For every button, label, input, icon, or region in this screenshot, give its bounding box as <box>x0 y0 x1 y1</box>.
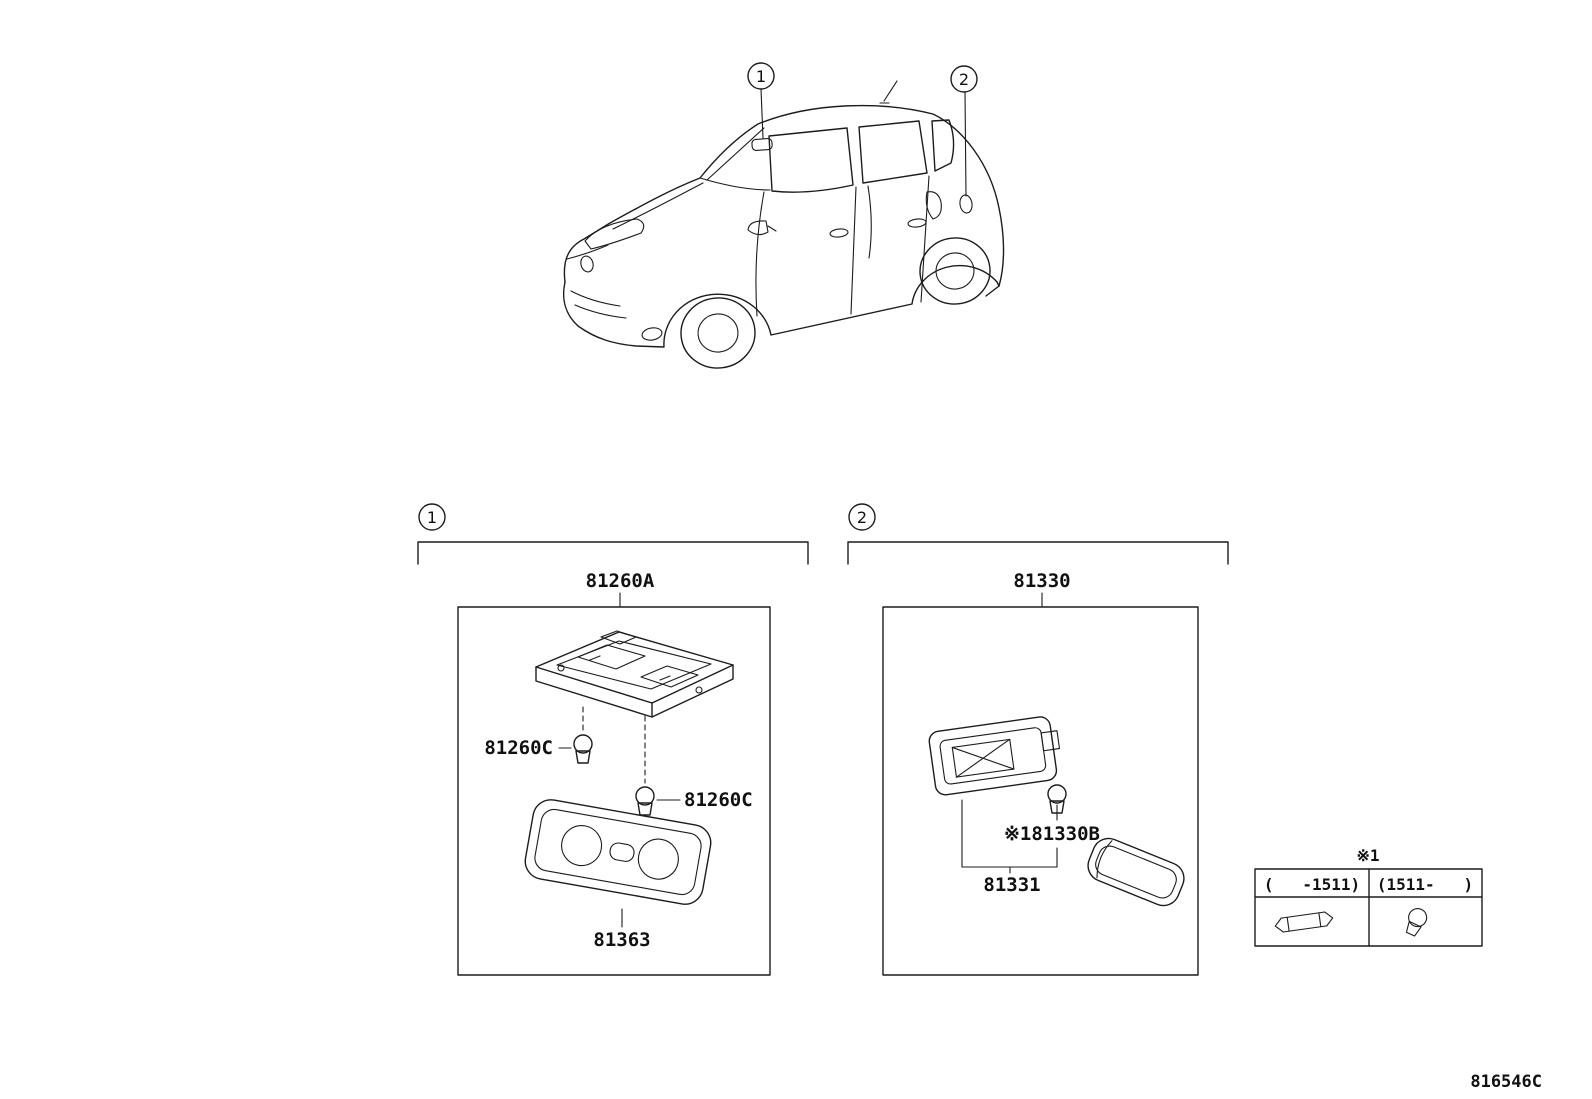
callout-1-marker: 1 <box>747 62 775 139</box>
map-lamp-lens-drawing <box>524 799 712 905</box>
quarter-window <box>931 119 955 172</box>
cowl-line <box>699 177 771 191</box>
map-lamp-assembly-drawing <box>535 630 734 718</box>
luggage-lamp-location <box>959 194 973 214</box>
section2-callout-number: 2 <box>857 508 867 527</box>
applicability-table: ( -1511) (1511- ) <box>1254 868 1483 947</box>
hood-crease-line <box>612 182 704 230</box>
front-wheel <box>680 297 756 369</box>
wedge-bulb-table-icon <box>1405 908 1428 937</box>
table-column-early: ( -1511) <box>1264 875 1360 894</box>
rear-door-window <box>858 120 928 184</box>
part-label-81260C-left: 81260C <box>484 737 553 759</box>
headlight <box>584 218 645 250</box>
front-door-window <box>768 127 854 193</box>
festoon-bulb-icon <box>1274 911 1334 933</box>
rear-lamp <box>925 191 942 220</box>
front-door-handle <box>829 228 849 238</box>
socket-leader-join <box>961 866 1058 874</box>
section1-bracket: 1 <box>417 503 809 565</box>
table-column-late: (1511- ) <box>1377 875 1473 894</box>
part-label-81330: 81330 <box>1013 570 1070 592</box>
part-label-81363: 81363 <box>593 929 650 951</box>
b-pillar-line <box>850 186 857 315</box>
side-mirror <box>747 220 777 236</box>
part-label-81330B: ※181330B <box>1004 823 1100 845</box>
section2-detail-box <box>882 606 1199 976</box>
grille-line-upper <box>566 244 609 260</box>
front-emblem <box>580 255 594 273</box>
section1-detail-box <box>457 606 771 976</box>
note-marker: ※1 <box>1356 846 1379 865</box>
car-body-outline <box>563 104 1005 297</box>
a-pillar-line <box>706 127 765 181</box>
front-door-edge <box>755 191 765 317</box>
luggage-lamp-housing-drawing <box>928 716 1061 796</box>
part-label-81331: 81331 <box>983 874 1040 896</box>
wedge-bulb-right-icon <box>635 786 655 816</box>
rear-wheel <box>919 237 991 305</box>
section2-bracket: 2 <box>847 503 1229 565</box>
wedge-bulb-2-icon <box>1047 784 1067 814</box>
grille-line-lower <box>574 304 627 319</box>
antenna <box>879 80 898 104</box>
interior-line <box>867 185 872 259</box>
car-underbody <box>562 264 1000 348</box>
part-label-81260C-right: 81260C <box>684 789 753 811</box>
car-illustration <box>562 80 1005 369</box>
callout-2-marker: 2 <box>950 65 978 197</box>
callout-2-number: 2 <box>959 70 969 89</box>
callout-1-number: 1 <box>756 67 766 86</box>
fog-lamp <box>641 327 663 341</box>
rear-door-handle <box>907 218 927 228</box>
part-label-81260A: 81260A <box>586 570 655 592</box>
wedge-bulb-left-icon <box>573 734 593 764</box>
map-lamp-location <box>751 138 773 151</box>
section1-callout-number: 1 <box>427 508 437 527</box>
c-pillar-line <box>920 175 930 303</box>
diagram-code: 816546C <box>1470 1072 1542 1092</box>
luggage-lamp-lens-drawing <box>1087 837 1185 907</box>
grille-line-mid <box>570 290 621 307</box>
